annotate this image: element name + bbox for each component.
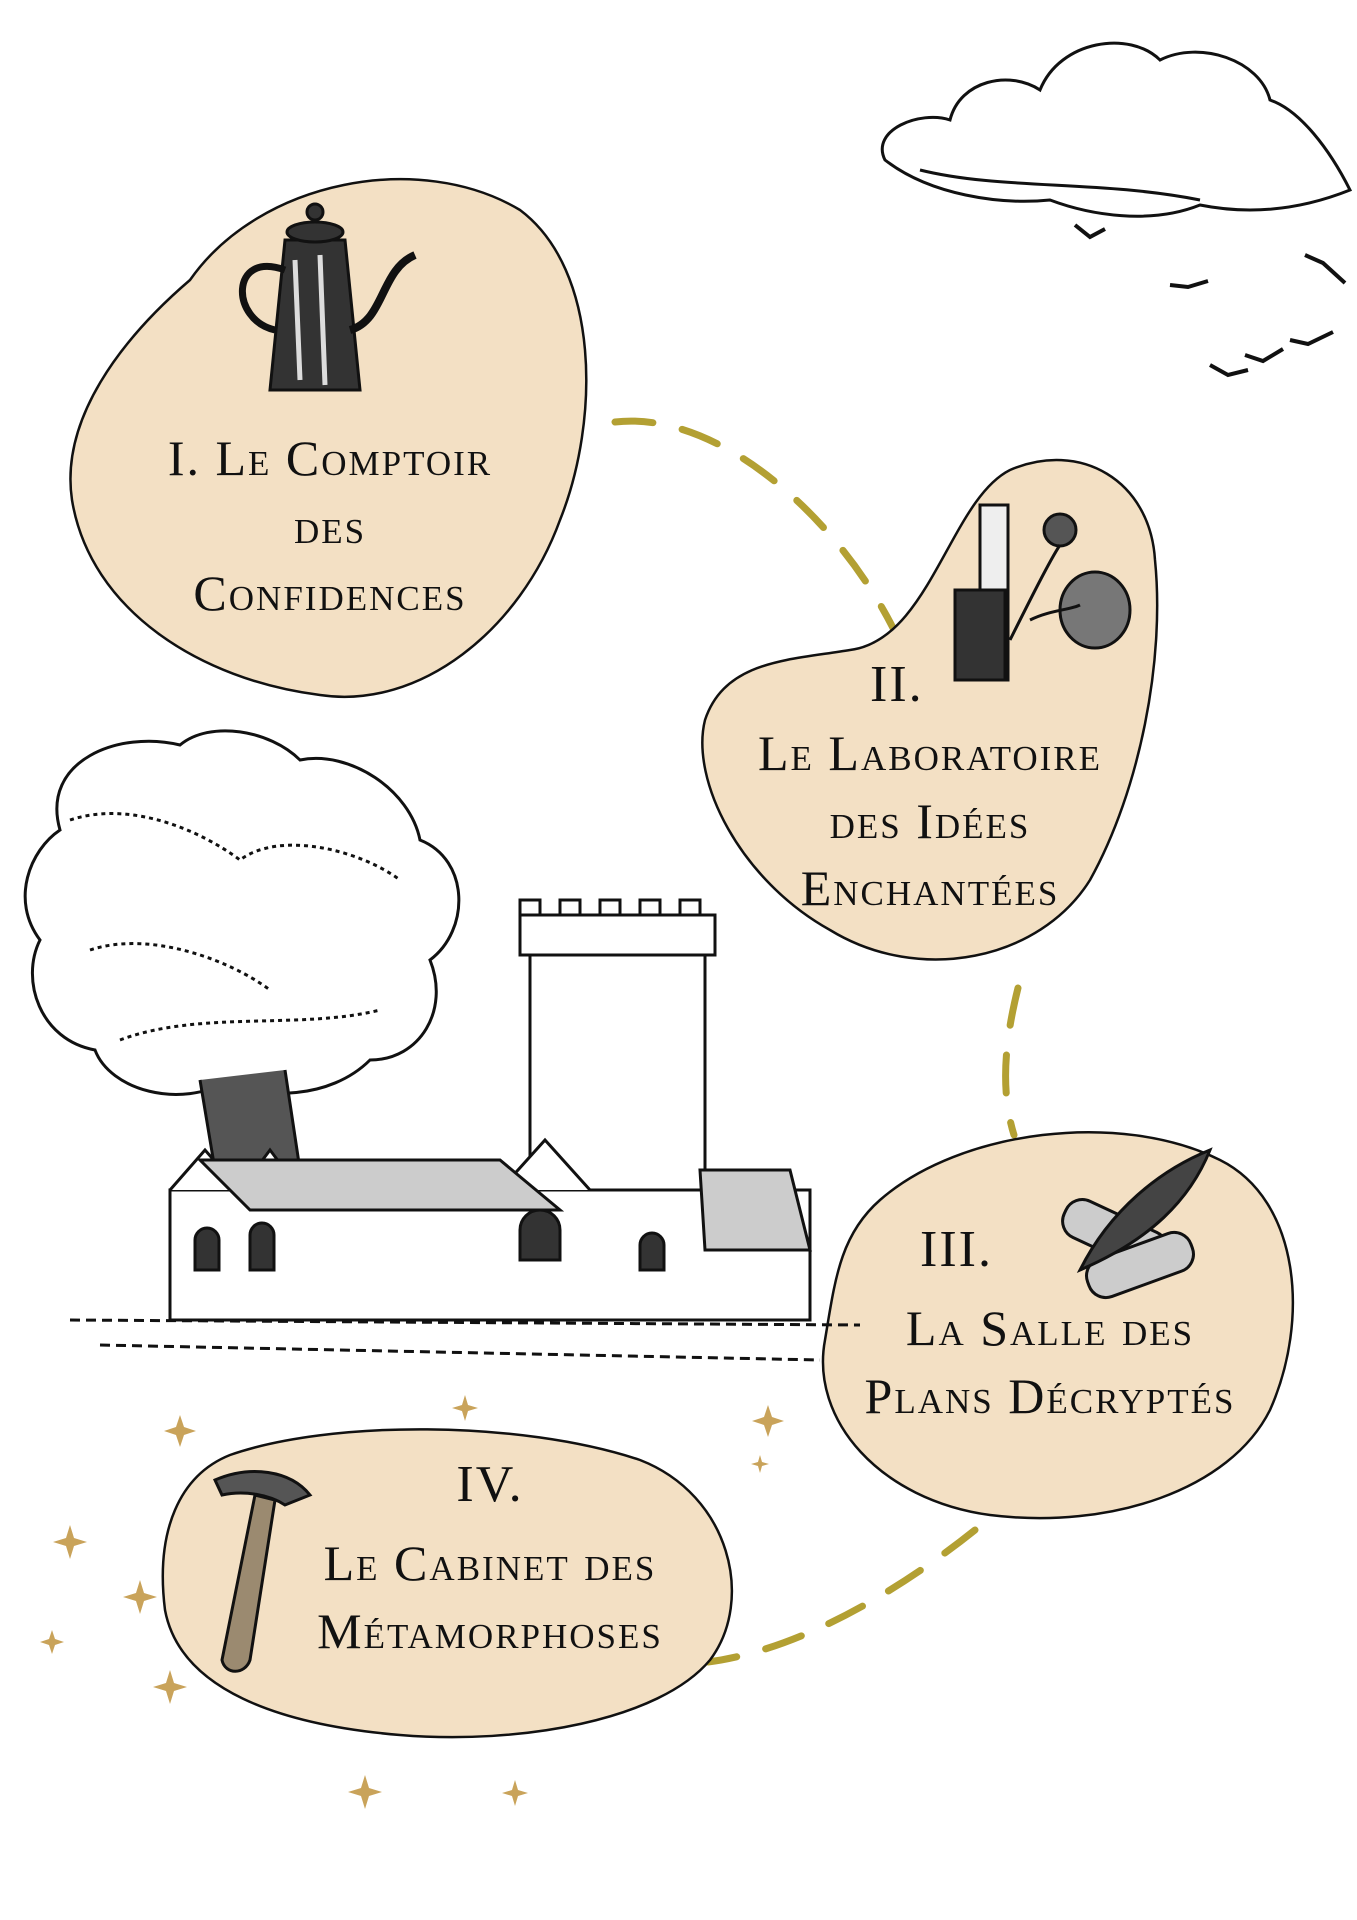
birds-icon <box>1073 223 1347 378</box>
station-4-line-1: Le Cabinet des <box>323 1535 657 1592</box>
station-4-line-2: Métamorphoses <box>317 1602 663 1659</box>
blob-station-3 <box>821 1131 1295 1520</box>
quill-scrolls-icon <box>1061 1147 1213 1300</box>
dashed-route <box>611 417 1022 1666</box>
station-2-line-2: des Idées <box>829 792 1031 849</box>
church-and-tree-illustration <box>23 729 861 1362</box>
sparkles-decoration <box>40 1395 784 1809</box>
station-1-line-1: I. Le Comptoir <box>167 430 493 486</box>
station-3-line-1: La Salle des <box>905 1300 1195 1357</box>
station-2-line-1: Le Laboratoire <box>757 725 1102 782</box>
station-3-label: III. La Salle des Plans Décryptés <box>830 1215 1270 1430</box>
station-1-label: I. Le Comptoir des Confidences <box>110 425 550 628</box>
cloud-icon <box>880 41 1353 218</box>
station-2-label: II. Le Laboratoire des Idées Enchantées <box>720 650 1140 923</box>
station-2-numeral: II. <box>870 656 924 713</box>
station-1-line-3: Confidences <box>193 565 467 621</box>
blob-station-1 <box>69 178 588 698</box>
station-2-line-3: Enchantées <box>800 860 1060 917</box>
station-1-line-2: des <box>293 497 367 554</box>
station-3-line-2: Plans Décryptés <box>864 1367 1236 1424</box>
hammer-icon <box>212 1470 313 1673</box>
blob-station-4 <box>161 1428 733 1739</box>
station-4-label: IV. Le Cabinet des Métamorphoses <box>280 1450 700 1665</box>
coffee-pot-icon <box>239 202 417 392</box>
station-4-numeral: IV. <box>456 1456 524 1513</box>
station-3-numeral: III. <box>920 1221 993 1278</box>
blob-station-2 <box>701 458 1159 961</box>
potion-bottles-flowers-icon <box>953 503 1132 682</box>
